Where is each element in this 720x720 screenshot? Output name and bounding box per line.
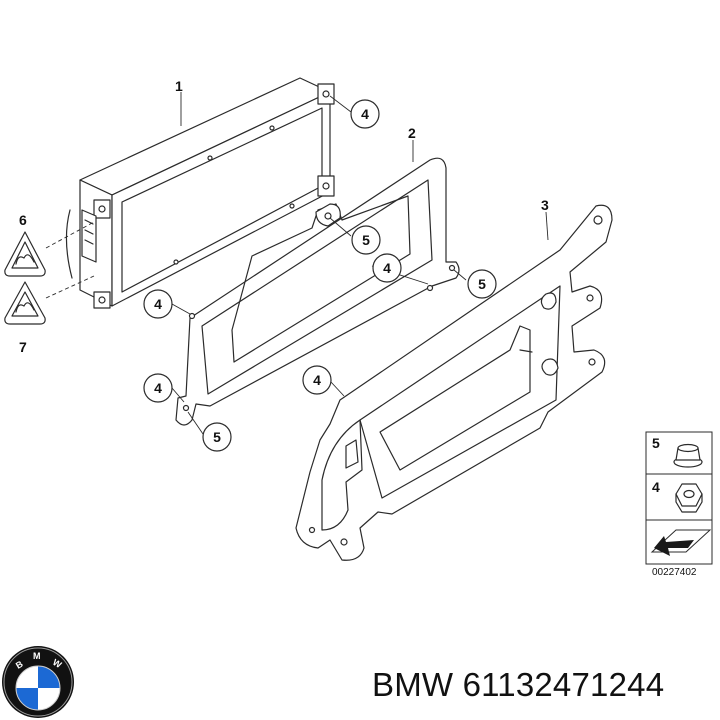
callout-nut-4-e: 4 bbox=[302, 365, 332, 395]
svg-text:B: B bbox=[14, 659, 25, 671]
callout-nut-4-c-label: 4 bbox=[154, 296, 162, 312]
legend-item-5-label: 5 bbox=[652, 435, 660, 451]
part-number-caption: BMW 61132471244 bbox=[372, 666, 665, 703]
bmw-logo: B M W bbox=[2, 646, 74, 718]
callout-nut-4-b-label: 4 bbox=[383, 260, 391, 276]
label-part-3: 3 bbox=[541, 197, 549, 213]
hex-nut-icon bbox=[675, 483, 703, 513]
flange-nut-icon bbox=[673, 443, 703, 468]
svg-text:M: M bbox=[33, 651, 41, 661]
label-part-7: 7 bbox=[19, 339, 27, 355]
callout-nut-5-b-label: 5 bbox=[478, 276, 486, 292]
callout-nut-5-a: 5 bbox=[351, 225, 381, 255]
callout-nut-4-a: 4 bbox=[350, 99, 380, 129]
warning-label-part-7 bbox=[4, 281, 46, 325]
callout-nut-5-c-label: 5 bbox=[213, 429, 221, 445]
legend-panel: 5 4 00227402 bbox=[645, 431, 713, 578]
carrier-bracket-part-3 bbox=[295, 204, 613, 561]
callout-nut-4-b: 4 bbox=[372, 253, 402, 283]
warning-label-part-6 bbox=[4, 231, 46, 277]
callout-nut-5-c: 5 bbox=[202, 422, 232, 452]
label-part-2: 2 bbox=[408, 125, 416, 141]
callout-nut-4-d-label: 4 bbox=[154, 380, 162, 396]
callout-nut-4-a-label: 4 bbox=[361, 106, 369, 122]
callout-nut-4-d: 4 bbox=[143, 373, 173, 403]
callout-nut-4-c: 4 bbox=[143, 289, 173, 319]
label-part-6: 6 bbox=[19, 212, 27, 228]
callout-nut-5-b: 5 bbox=[467, 269, 497, 299]
legend-item-4-label: 4 bbox=[652, 479, 660, 495]
drawing-number: 00227402 bbox=[652, 567, 697, 578]
control-unit-part-1 bbox=[65, 77, 335, 309]
callout-nut-4-e-label: 4 bbox=[313, 372, 321, 388]
arrow-pictogram-icon bbox=[650, 529, 712, 556]
label-part-1: 1 bbox=[175, 78, 183, 94]
callout-nut-5-a-label: 5 bbox=[362, 232, 370, 248]
